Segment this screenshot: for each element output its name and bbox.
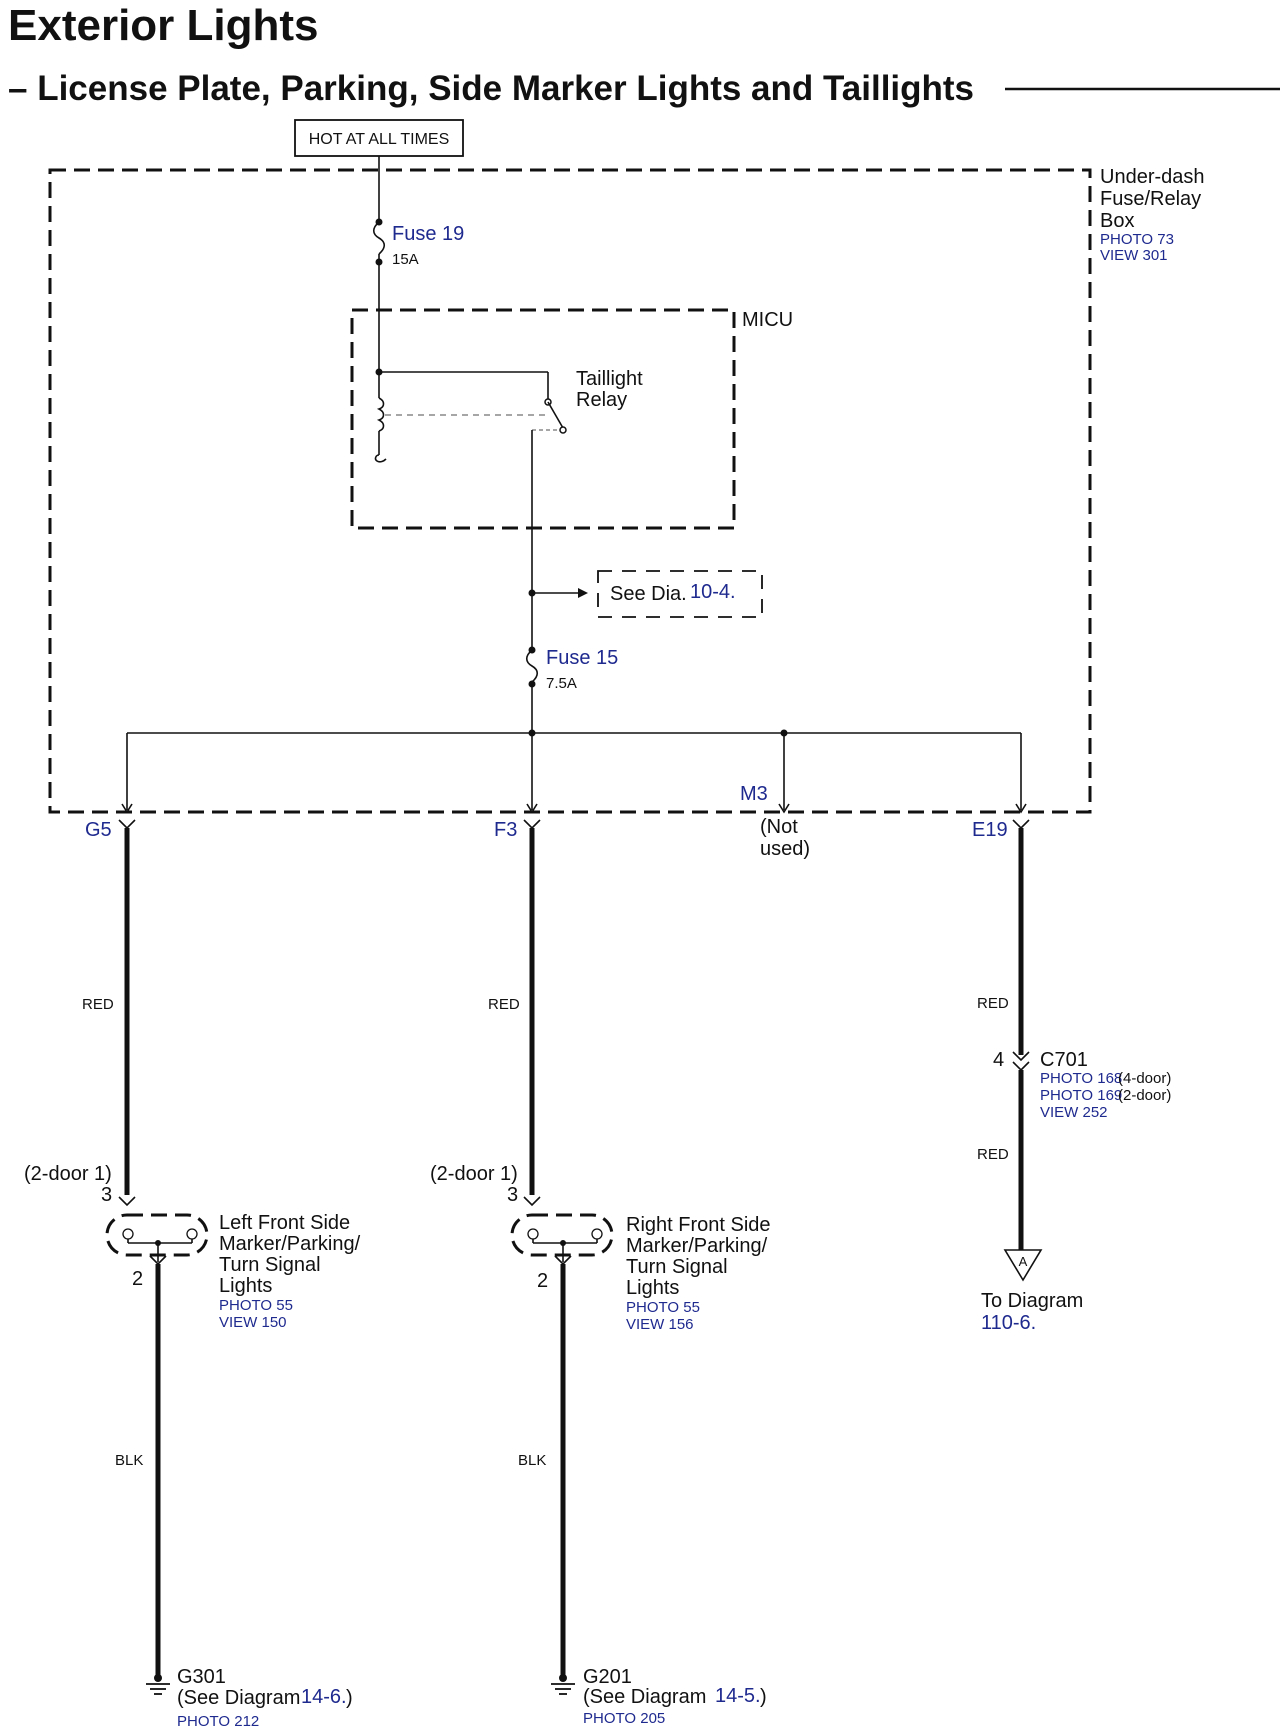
see-dia-box <box>597 570 763 618</box>
fuse-box-view: VIEW 301 <box>1100 247 1168 264</box>
c701-connector-bottom <box>1012 1061 1030 1072</box>
right-bulb-2 <box>591 1228 603 1240</box>
left-light-name-3: Turn Signal <box>219 1254 321 1276</box>
terminal-f3: F3 <box>494 819 517 841</box>
terminal-m3: M3 <box>740 783 768 805</box>
g301-see-ref[interactable]: 14-6. <box>301 1686 347 1708</box>
fuse19-label: Fuse 19 <box>392 223 464 245</box>
right-bulb-1 <box>527 1228 539 1240</box>
fuse-box-photo: PHOTO 73 <box>1100 231 1174 248</box>
fuse-box-name-1: Under-dash <box>1100 166 1205 188</box>
fuse-box-name-2: Fuse/Relay <box>1100 188 1201 210</box>
connector-a-ref[interactable]: 110-6. <box>981 1312 1036 1334</box>
right-light-assembly <box>510 1213 614 1266</box>
left-light-photo: PHOTO 55 <box>219 1297 293 1314</box>
e19-connector <box>1012 819 1030 830</box>
page-title: Exterior Lights <box>8 1 319 50</box>
c701-view: VIEW 252 <box>1040 1104 1108 1121</box>
left-bulb-1 <box>122 1228 134 1240</box>
g201-see-prefix: (See Diagram <box>583 1686 706 1708</box>
micu-label: MICU <box>742 309 793 331</box>
right-light-name-1: Right Front Side <box>626 1214 771 1236</box>
right-pin-bottom: 2 <box>537 1270 548 1292</box>
fuse19-symbol <box>372 221 386 255</box>
connector-a-icon <box>1003 1249 1043 1282</box>
see-dia-prefix: See Dia. <box>610 583 687 605</box>
left-light-name-4: Lights <box>219 1275 272 1297</box>
left-pin-top: 3 <box>101 1184 112 1206</box>
left-light-view: VIEW 150 <box>219 1314 287 1331</box>
g301-see-suffix: ) <box>346 1687 353 1709</box>
left-wire-color: RED <box>82 996 114 1013</box>
fuse15-rating: 7.5A <box>546 675 577 692</box>
taillight-relay: Taillight Relay <box>374 368 643 463</box>
relay-label-1: Taillight <box>576 368 643 390</box>
fuse15-label: Fuse 15 <box>546 647 618 669</box>
connector-a-to-label: To Diagram <box>981 1290 1083 1312</box>
g301-ground-icon <box>146 1674 170 1695</box>
fuse-relay-box <box>48 168 1092 814</box>
fuse-box-label: Under-dash Fuse/Relay Box PHOTO 73 VIEW … <box>1100 166 1205 264</box>
see-dia-arrow <box>578 588 588 598</box>
relay-switch <box>547 401 564 429</box>
c701-photo2-note: (2-door) <box>1118 1087 1171 1104</box>
right-lower-wire-color: RED <box>977 1146 1009 1163</box>
left-door-note: (2-door 1) <box>24 1163 112 1185</box>
g201-photo: PHOTO 205 <box>583 1710 665 1727</box>
g301-label: G301 <box>177 1666 226 1688</box>
left-lower-wire-color: BLK <box>115 1452 143 1469</box>
c701-photo1-note: (4-door) <box>1118 1070 1171 1087</box>
left-light-name-2: Marker/Parking/ <box>219 1233 361 1255</box>
g5-connector <box>118 819 136 830</box>
center-lower-wire-color: BLK <box>518 1452 546 1469</box>
relay-coil <box>376 397 385 432</box>
right-light-name-2: Marker/Parking/ <box>626 1235 768 1257</box>
g301-see-prefix: (See Diagram <box>177 1687 300 1709</box>
right-door-note: (2-door 1) <box>430 1163 518 1185</box>
c701-photo1: PHOTO 168 <box>1040 1070 1122 1087</box>
fuse-box-name-3: Box <box>1100 210 1134 232</box>
m3-note-1: (Not <box>760 816 798 838</box>
right-pin-top: 3 <box>507 1184 518 1206</box>
g201-ground-icon <box>551 1674 575 1695</box>
g301-photo: PHOTO 212 <box>177 1713 259 1730</box>
c701-label: C701 <box>1040 1049 1088 1071</box>
left-light-name-1: Left Front Side <box>219 1212 350 1234</box>
right-light-view: VIEW 156 <box>626 1316 694 1333</box>
fuse19-rating: 15A <box>392 251 419 268</box>
relay-label-2: Relay <box>576 389 627 411</box>
c701-pin: 4 <box>993 1049 1004 1071</box>
power-source-label: HOT AT ALL TIMES <box>309 131 450 148</box>
center-wire-color: RED <box>488 996 520 1013</box>
left-pin-bottom: 2 <box>132 1268 143 1290</box>
see-dia-ref[interactable]: 10-4. <box>690 581 736 603</box>
g201-see-ref[interactable]: 14-5. <box>715 1685 761 1707</box>
page-subtitle: – License Plate, Parking, Side Marker Li… <box>8 69 974 108</box>
terminal-e19: E19 <box>972 819 1008 841</box>
g201-label: G201 <box>583 1666 632 1688</box>
right-light-name-3: Turn Signal <box>626 1256 728 1278</box>
left-bulb-2 <box>186 1228 198 1240</box>
c701-connector-top <box>1012 1051 1030 1062</box>
m3-note-2: used) <box>760 838 810 860</box>
f3-connector <box>523 819 541 830</box>
right-light-photo: PHOTO 55 <box>626 1299 700 1316</box>
right-light-name-4: Lights <box>626 1277 679 1299</box>
connector-a-letter: A <box>1019 1254 1028 1269</box>
c701-photo2: PHOTO 169 <box>1040 1087 1122 1104</box>
micu-box <box>350 308 736 530</box>
fuse15-symbol <box>525 649 539 683</box>
right-wire-color: RED <box>977 995 1009 1012</box>
left-light-assembly <box>105 1213 209 1266</box>
terminal-g5: G5 <box>85 819 112 841</box>
g201-see-suffix: ) <box>760 1686 767 1708</box>
